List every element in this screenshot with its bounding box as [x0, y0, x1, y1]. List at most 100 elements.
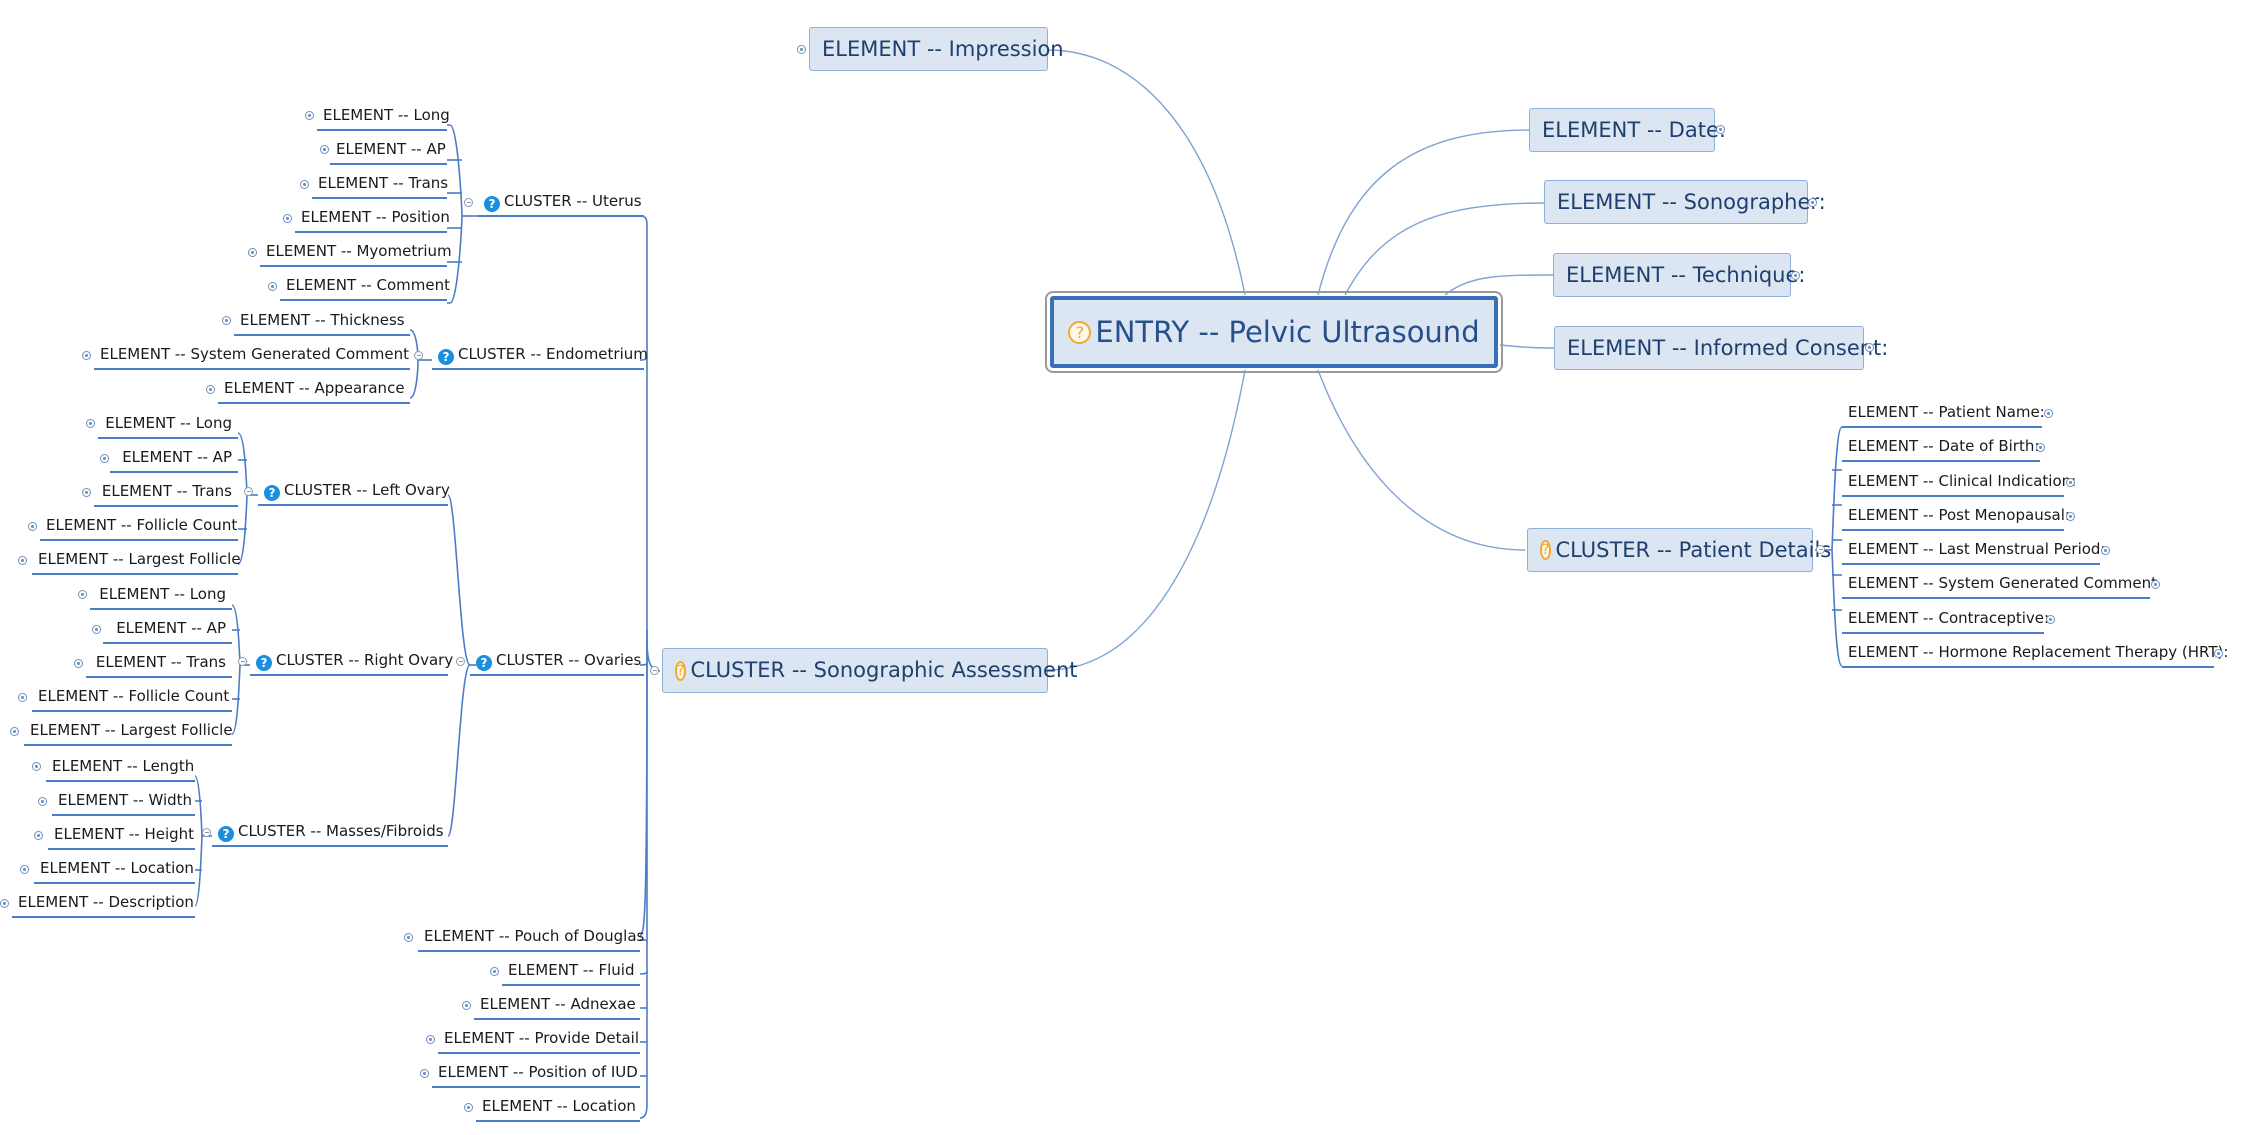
right-ovary-item[interactable]: ELEMENT -- AP	[103, 614, 232, 644]
expand-icon[interactable]	[1808, 198, 1817, 207]
uterus-item[interactable]: ELEMENT -- AP	[330, 135, 447, 165]
left-ovary-item[interactable]: ELEMENT -- Long	[98, 409, 238, 439]
sono-bottom-item[interactable]: ELEMENT -- Position of IUD	[432, 1058, 640, 1088]
expand-icon[interactable]	[100, 454, 109, 463]
expand-icon[interactable]	[222, 316, 231, 325]
sono-bottom-item[interactable]: ELEMENT -- Pouch of Douglas	[418, 922, 644, 952]
expand-icon[interactable]	[2036, 443, 2045, 452]
expand-icon[interactable]	[2044, 409, 2053, 418]
informed-consent-node[interactable]: ELEMENT -- Informed Consent:	[1554, 326, 1888, 370]
right-ovary-item[interactable]: ELEMENT -- Long	[90, 580, 232, 610]
uterus-item[interactable]: ELEMENT -- Position	[295, 203, 450, 233]
sonographic-assessment-node[interactable]: ? CLUSTER -- Sonographic Assessment	[662, 648, 1077, 693]
expand-icon[interactable]	[2214, 649, 2223, 658]
expand-icon[interactable]	[420, 1069, 429, 1078]
expand-icon[interactable]	[28, 522, 37, 531]
expand-icon[interactable]	[38, 797, 47, 806]
sono-bottom-item[interactable]: ELEMENT -- Adnexae	[474, 990, 640, 1020]
expand-icon[interactable]	[268, 282, 277, 291]
masses-item[interactable]: ELEMENT -- Width	[52, 786, 195, 816]
expand-icon[interactable]	[10, 727, 19, 736]
expand-icon[interactable]	[300, 180, 309, 189]
expand-icon[interactable]	[34, 831, 43, 840]
expand-icon[interactable]	[404, 933, 413, 942]
expand-icon[interactable]	[78, 590, 87, 599]
expand-icon[interactable]	[283, 214, 292, 223]
expand-icon[interactable]	[20, 865, 29, 874]
patient-item[interactable]: ELEMENT -- Post Menopausal:	[1842, 501, 2070, 531]
collapse-icon[interactable]	[202, 828, 211, 837]
uterus-item[interactable]: ELEMENT -- Long	[317, 101, 450, 131]
expand-icon[interactable]	[82, 351, 91, 360]
collapse-icon[interactable]	[244, 487, 253, 496]
expand-icon[interactable]	[92, 625, 101, 634]
expand-icon[interactable]	[2101, 546, 2110, 555]
collapse-icon[interactable]	[238, 657, 247, 666]
patient-item[interactable]: ELEMENT -- Hormone Replacement Therapy (…	[1842, 638, 2228, 668]
collapse-icon[interactable]	[1816, 545, 1825, 554]
sono-bottom-item[interactable]: ELEMENT -- Location	[476, 1092, 640, 1122]
cluster-right-ovary[interactable]: ?CLUSTER -- Right Ovary	[250, 646, 453, 676]
patient-item[interactable]: ELEMENT -- Clinical Indication:	[1842, 467, 2076, 497]
expand-icon[interactable]	[86, 419, 95, 428]
endometrium-item[interactable]: ELEMENT -- Thickness	[234, 306, 410, 336]
root-node[interactable]: ? ENTRY -- Pelvic Ultrasound	[1045, 291, 1503, 373]
expand-icon[interactable]	[462, 1001, 471, 1010]
expand-icon[interactable]	[0, 899, 9, 908]
masses-item[interactable]: ELEMENT -- Location	[34, 854, 195, 884]
patient-item[interactable]: ELEMENT -- System Generated Comment	[1842, 569, 2157, 599]
expand-icon[interactable]	[1865, 343, 1874, 352]
expand-icon[interactable]	[74, 659, 83, 668]
expand-icon[interactable]	[320, 145, 329, 154]
expand-icon[interactable]	[18, 556, 27, 565]
left-ovary-item[interactable]: ELEMENT -- Follicle Count	[40, 511, 238, 541]
right-ovary-item[interactable]: ELEMENT -- Follicle Count	[32, 682, 232, 712]
uterus-item[interactable]: ELEMENT -- Comment	[280, 271, 450, 301]
endometrium-item[interactable]: ELEMENT -- Appearance	[218, 374, 410, 404]
patient-item[interactable]: ELEMENT -- Last Menstrual Period:	[1842, 535, 2106, 565]
date-node[interactable]: ELEMENT -- Date:	[1529, 108, 1726, 152]
uterus-item[interactable]: ELEMENT -- Trans	[312, 169, 448, 199]
expand-icon[interactable]	[2066, 512, 2075, 521]
cluster-masses-fibroids[interactable]: ?CLUSTER -- Masses/Fibroids	[212, 817, 448, 847]
right-ovary-item[interactable]: ELEMENT -- Trans	[86, 648, 232, 678]
collapse-icon[interactable]	[414, 351, 423, 360]
cluster-endometrium[interactable]: ?CLUSTER -- Endometrium	[432, 340, 648, 370]
expand-icon[interactable]	[18, 693, 27, 702]
cluster-left-ovary[interactable]: ?CLUSTER -- Left Ovary	[258, 476, 450, 506]
right-ovary-item[interactable]: ELEMENT -- Largest Follicle	[24, 716, 233, 746]
left-ovary-item[interactable]: ELEMENT -- Largest Follicle	[32, 545, 241, 575]
masses-item[interactable]: ELEMENT -- Description	[12, 888, 195, 918]
masses-item[interactable]: ELEMENT -- Height	[48, 820, 195, 850]
patient-item[interactable]: ELEMENT -- Patient Name:	[1842, 398, 2045, 428]
expand-icon[interactable]	[82, 488, 91, 497]
collapse-icon[interactable]	[464, 198, 473, 207]
expand-icon[interactable]	[797, 45, 806, 54]
sono-bottom-item[interactable]: ELEMENT -- Fluid	[502, 956, 640, 986]
expand-icon[interactable]	[1716, 125, 1725, 134]
expand-icon[interactable]	[464, 1103, 473, 1112]
collapse-icon[interactable]	[650, 666, 659, 675]
technique-node[interactable]: ELEMENT -- Technique:	[1553, 253, 1805, 297]
expand-icon[interactable]	[2151, 580, 2160, 589]
endometrium-item[interactable]: ELEMENT -- System Generated Comment	[94, 340, 410, 370]
masses-item[interactable]: ELEMENT -- Length	[46, 752, 195, 782]
expand-icon[interactable]	[426, 1035, 435, 1044]
impression-node[interactable]: ELEMENT -- Impression	[809, 27, 1064, 71]
expand-icon[interactable]	[2066, 478, 2075, 487]
left-ovary-item[interactable]: ELEMENT -- AP	[110, 443, 238, 473]
expand-icon[interactable]	[1791, 271, 1800, 280]
patient-details-node[interactable]: ? CLUSTER -- Patient Details	[1527, 528, 1831, 572]
uterus-item[interactable]: ELEMENT -- Myometrium	[260, 237, 452, 267]
expand-icon[interactable]	[248, 248, 257, 257]
cluster-ovaries[interactable]: ?CLUSTER -- Ovaries	[470, 646, 644, 676]
expand-icon[interactable]	[206, 385, 215, 394]
left-ovary-item[interactable]: ELEMENT -- Trans	[94, 477, 238, 507]
cluster-uterus[interactable]: ?CLUSTER -- Uterus	[478, 187, 644, 217]
expand-icon[interactable]	[305, 111, 314, 120]
expand-icon[interactable]	[2046, 615, 2055, 624]
sonographer-node[interactable]: ELEMENT -- Sonographer:	[1544, 180, 1826, 224]
sono-bottom-item[interactable]: ELEMENT -- Provide Detail	[438, 1024, 640, 1054]
expand-icon[interactable]	[490, 967, 499, 976]
expand-icon[interactable]	[32, 762, 41, 771]
